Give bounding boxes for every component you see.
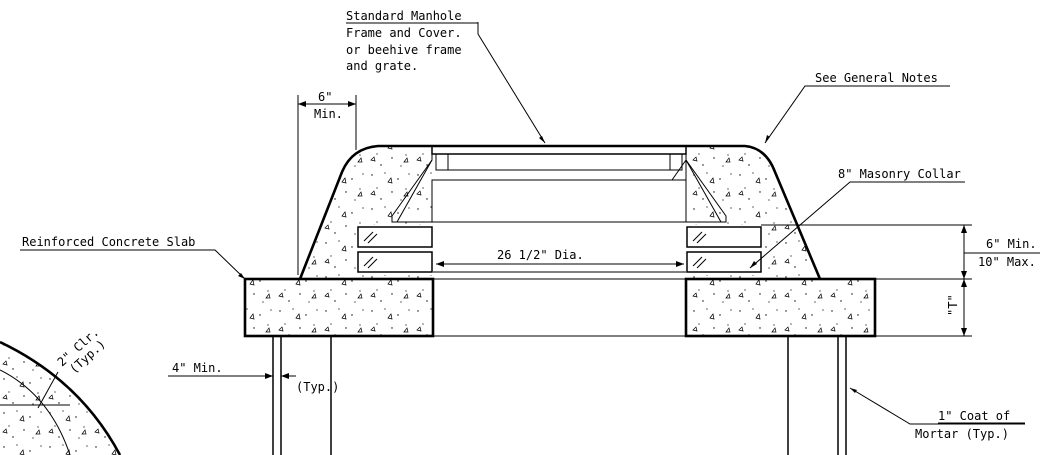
four-inch-min-dimension — [168, 373, 296, 379]
masonry-collar-label: 8" Masonry Collar — [838, 167, 961, 181]
manhole-frame — [391, 145, 727, 223]
six-inch-label: 6" — [318, 90, 332, 104]
diameter-dimension — [436, 261, 684, 267]
concrete-slab — [243, 277, 877, 338]
thickness-label: "T" — [946, 294, 960, 316]
manhole-label-line1: Standard Manhole — [346, 9, 462, 23]
label-underlines — [346, 22, 1025, 424]
six-inch-min-label: Min. — [314, 107, 343, 121]
mortar-label-line1: 1" Coat of — [938, 409, 1010, 423]
collar-height-dimension — [761, 224, 1040, 337]
typ-label: (Typ.) — [296, 380, 339, 394]
concrete-slab-label: Reinforced Concrete Slab — [22, 235, 195, 249]
collar-min-label: 6" Min. — [986, 237, 1037, 251]
diameter-label: 26 1/2" Dia. — [497, 248, 584, 262]
six-inch-min-dimension — [297, 95, 357, 275]
four-inch-min-label: 4" Min. — [172, 361, 223, 375]
manhole-walls — [272, 336, 847, 455]
collar-max-label: 10" Max. — [978, 255, 1036, 269]
manhole-label-line2: Frame and Cover. — [346, 26, 462, 40]
masonry-collar — [357, 226, 762, 273]
leader-lines — [20, 22, 1025, 425]
manhole-label-line4: and grate. — [346, 59, 418, 73]
manhole-label-line3: or beehive frame — [346, 43, 462, 57]
round-structure-section — [0, 340, 122, 455]
general-notes-label: See General Notes — [815, 71, 938, 85]
mortar-label-line2: Mortar (Typ.) — [915, 427, 1009, 441]
